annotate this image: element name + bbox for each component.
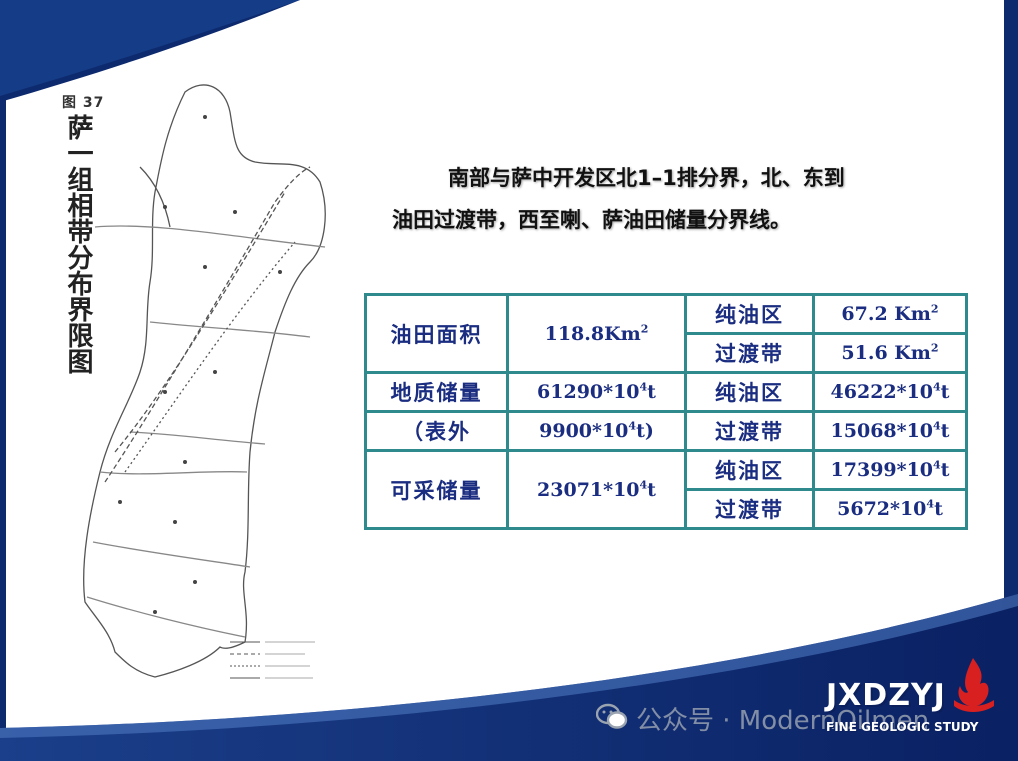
facies-line-1 xyxy=(104,166,311,483)
recoverable-trans-value: 5672*104t xyxy=(815,491,965,527)
right-edge-bar xyxy=(1004,0,1018,761)
recoverable-trans-label: 过渡带 xyxy=(687,491,812,527)
left-edge-bar xyxy=(0,96,6,761)
area-value: 118.8Km2 xyxy=(509,296,684,371)
outer-value: 9900*104t) xyxy=(509,413,684,449)
table-row: 地质储量 61290*104t 纯油区 46222*104t xyxy=(367,374,965,410)
heading-line-2: 油田过渡带，西至喇、萨油田储量分界线。 xyxy=(392,208,791,232)
heading-text: 南部与萨中开发区北1–1排分界，北、东到 油田过渡带，西至喇、萨油田储量分界线。 xyxy=(392,157,952,241)
map-row-line-5 xyxy=(92,541,251,568)
well-points xyxy=(118,115,282,614)
table-row: 过渡带 51.6 Km2 xyxy=(367,335,965,371)
watermark: 公众号 · ModernOilmen xyxy=(636,706,930,736)
recoverable-value: 23071*104t xyxy=(509,452,684,527)
map-row-line-4 xyxy=(99,470,248,475)
table-row: （表外 9900*104t) 过渡带 15068*104t xyxy=(367,413,965,449)
area-label: 油田面积 xyxy=(367,296,506,371)
outer-label: （表外 xyxy=(367,413,506,449)
geo-pure-value: 46222*104t xyxy=(815,374,965,410)
logo-subtitle: FINE GEOLOGIC STUDY xyxy=(826,720,979,734)
recoverable-pure-value: 17399*104t xyxy=(815,452,965,488)
jxdzyj-logo: JXDZYJ FINE GEOLOGIC STUDY xyxy=(822,656,1002,741)
geo-label: 地质储量 xyxy=(367,374,506,410)
outer-trans-value: 15068*104t xyxy=(815,413,965,449)
map-inner-line xyxy=(139,166,171,228)
recoverable-pure-label: 纯油区 xyxy=(687,452,812,488)
table-row: 可采储量 23071*104t 纯油区 17399*104t xyxy=(367,452,965,527)
outer-trans-label: 过渡带 xyxy=(687,413,812,449)
area-pure-label: 纯油区 xyxy=(687,296,812,332)
geo-value: 61290*104t xyxy=(509,374,684,410)
facies-line-2 xyxy=(114,191,286,453)
figure-title: 萨一组相带分布界限图 xyxy=(63,114,93,374)
logo-text: JXDZYJ xyxy=(826,678,946,713)
map-legend-box xyxy=(230,641,315,679)
figure-number: 图 37 xyxy=(62,95,105,111)
area-trans-value: 51.6 Km2 xyxy=(815,335,965,371)
reserves-table: 油田面积 118.8Km2 纯油区 67.2 Km2 过渡带 51.6 Km2 … xyxy=(364,293,968,530)
map-row-line-3 xyxy=(129,431,266,445)
geologic-boundary-map xyxy=(83,84,326,679)
flame-logo-icon xyxy=(954,658,994,712)
area-pure-value: 67.2 Km2 xyxy=(815,296,965,332)
recoverable-label: 可采储量 xyxy=(367,452,506,527)
map-outline xyxy=(83,84,326,678)
table-row: 过渡带 5672*104t xyxy=(367,491,965,527)
wechat-icon xyxy=(596,703,628,729)
map-row-line-1 xyxy=(94,225,326,248)
geo-pure-label: 纯油区 xyxy=(687,374,812,410)
heading-line-1: 南部与萨中开发区北1–1排分界，北、东到 xyxy=(448,166,845,190)
area-trans-label: 过渡带 xyxy=(687,335,812,371)
top-left-swoosh-highlight xyxy=(0,0,300,96)
facies-line-3 xyxy=(124,241,296,473)
table-row: 油田面积 118.8Km2 纯油区 67.2 Km2 xyxy=(367,296,965,371)
map-row-line-6 xyxy=(86,596,246,638)
